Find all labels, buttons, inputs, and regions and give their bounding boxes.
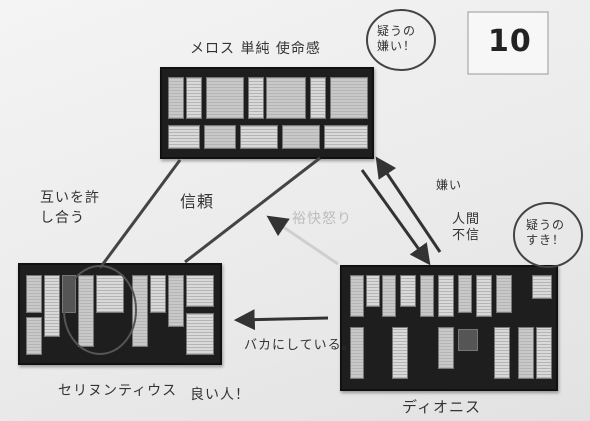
selinuntius-label: セリヌンティウス	[58, 380, 177, 400]
meros-bubble-text: 疑うの嫌い！	[377, 24, 425, 54]
center-edge-label: 信頼	[180, 188, 214, 212]
dionysius-bubble-text: 疑うのすき！	[526, 218, 574, 248]
dionysius-label: ディオニス	[402, 396, 481, 417]
meros-label: メロス 単純 使命感	[190, 38, 321, 58]
selinuntius-circle	[64, 266, 136, 354]
meros-selinuntius-line	[100, 160, 180, 268]
faded-edge-label: 裕快怒り	[292, 208, 352, 228]
right-edge-label-b: 人間不信	[452, 212, 492, 244]
right-edge-label-a: 嫌い	[436, 176, 462, 193]
left-edge-label: 互いを許し合う	[40, 188, 100, 228]
selinuntius-note: 良い人！	[190, 384, 250, 404]
bottom-edge-label: バカにしている。	[244, 334, 356, 353]
poster-number: 10	[488, 24, 532, 59]
dionysius-to-selinuntius-arrow	[238, 318, 328, 320]
